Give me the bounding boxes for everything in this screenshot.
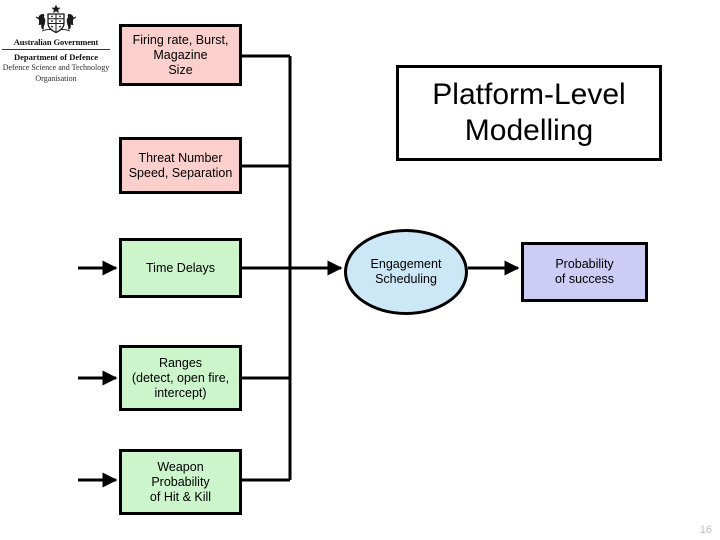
page-title: Platform-Level Modelling [396, 65, 662, 161]
node-weapon-probability-label: Weapon Probability of Hit & Kill [149, 459, 212, 504]
node-ranges-label: Ranges (detect, open fire, intercept) [131, 355, 230, 400]
node-engagement-scheduling[interactable]: Engagement Scheduling [344, 229, 468, 315]
node-probability-of-success-label: Probability of success [554, 257, 615, 286]
logo-line-department: Department of Defence [13, 52, 99, 62]
logo-line-organisation: Defence Science and Technology Organisat… [2, 63, 110, 83]
commonwealth-coat-of-arms-icon [35, 4, 77, 34]
node-weapon-probability[interactable]: Weapon Probability of Hit & Kill [119, 449, 242, 515]
node-time-delays[interactable]: Time Delays [119, 238, 242, 298]
node-firing-rate-label: Firing rate, Burst, Magazine Size [132, 32, 229, 77]
node-time-delays-label: Time Delays [146, 260, 215, 275]
node-firing-rate[interactable]: Firing rate, Burst, Magazine Size [119, 24, 242, 86]
logo-line-government: Australian Government [2, 37, 110, 50]
node-threat-number[interactable]: Threat Number Speed, Separation [119, 137, 242, 194]
node-engagement-scheduling-label: Engagement Scheduling [370, 257, 442, 286]
page-title-text: Platform-Level Modelling [432, 78, 626, 147]
node-threat-number-label: Threat Number Speed, Separation [128, 150, 233, 180]
australian-government-dsto-logo: Australian Government Department of Defe… [2, 4, 110, 94]
node-ranges[interactable]: Ranges (detect, open fire, intercept) [119, 345, 242, 411]
page-number: 16 [699, 524, 712, 536]
node-probability-of-success[interactable]: Probability of success [521, 242, 648, 302]
